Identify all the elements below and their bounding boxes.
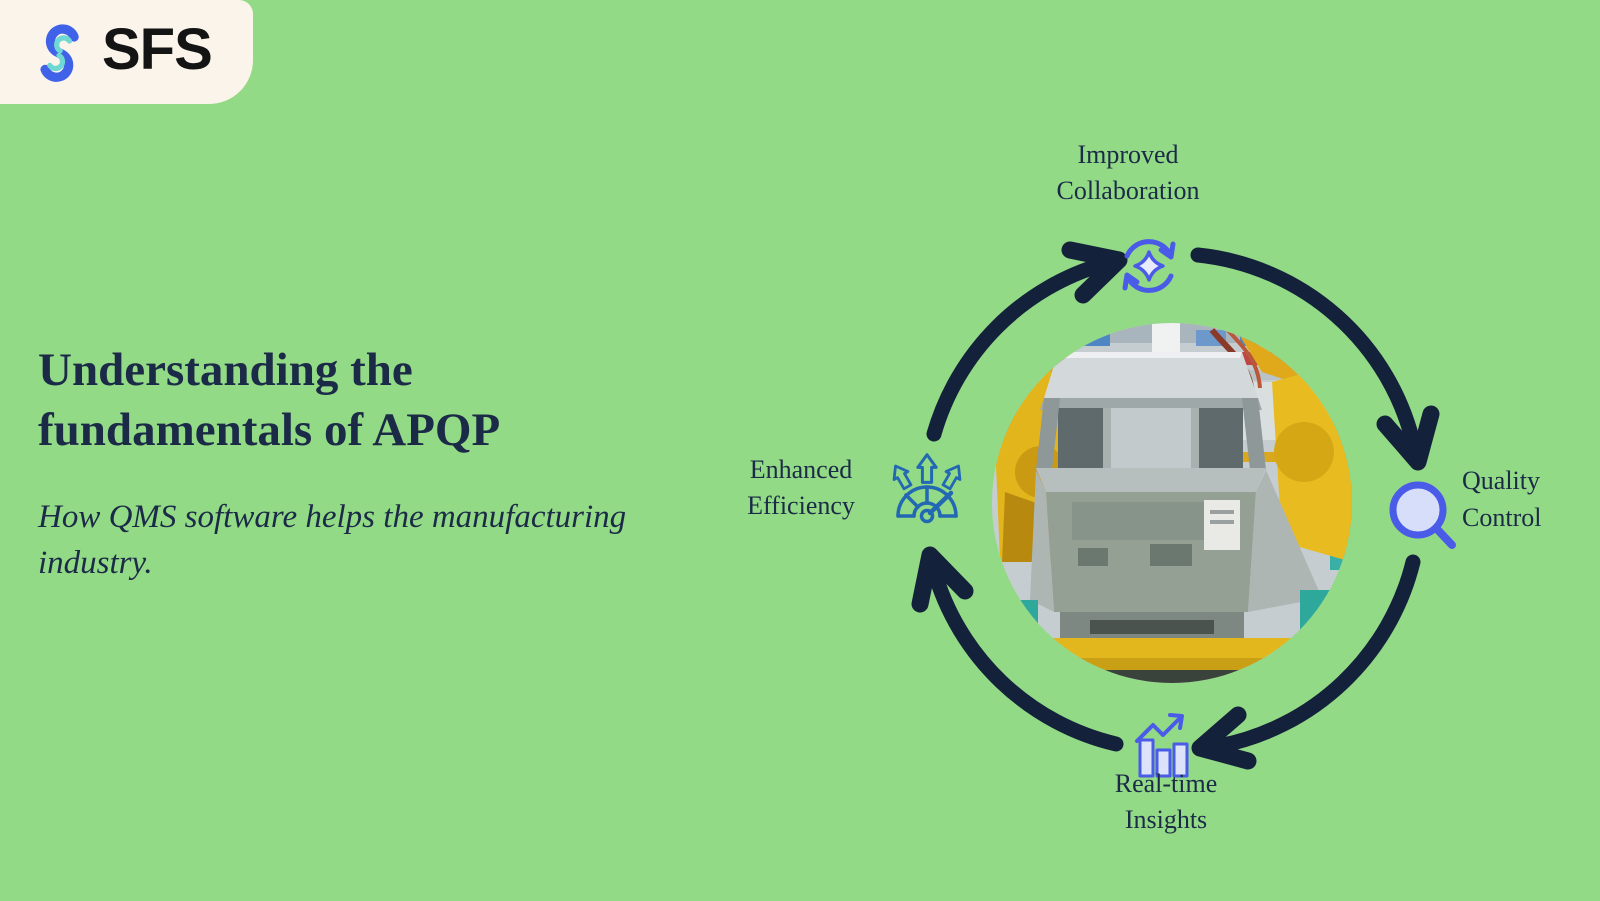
arrow-bottom-right	[1191, 554, 1421, 770]
assembly-line-photo	[992, 323, 1352, 683]
page-subtitle: How QMS software helps the manufacturing…	[38, 499, 627, 581]
arrow-top-right	[1190, 247, 1440, 471]
logo-plate: SFS	[0, 0, 253, 104]
cycle-label-quality-control: Quality Control	[1462, 466, 1542, 532]
arrow-bottom-left	[911, 546, 1124, 752]
cycle-label-improved-collaboration: Improved Collaboration	[1056, 140, 1200, 205]
hero-copy: Understanding the fundamentals of APQP H…	[38, 340, 698, 586]
magnifier-icon	[1389, 481, 1456, 549]
bar-chart-trend-icon	[1135, 713, 1189, 778]
arrow-top-left	[926, 241, 1128, 442]
sfs-logo-icon	[40, 24, 79, 82]
sync-sparkle-icon	[1122, 239, 1176, 293]
cycle-label-real-time-insights: Real-time Insights	[1114, 769, 1218, 834]
cycle-label-enhanced-efficiency: Enhanced Efficiency	[747, 455, 855, 520]
logo-wordmark: SFS	[102, 17, 213, 82]
cycle-arrows	[911, 241, 1440, 770]
gauge-up-arrows-icon	[892, 453, 962, 524]
page-title: Understanding the fundamentals of APQP	[38, 344, 501, 456]
